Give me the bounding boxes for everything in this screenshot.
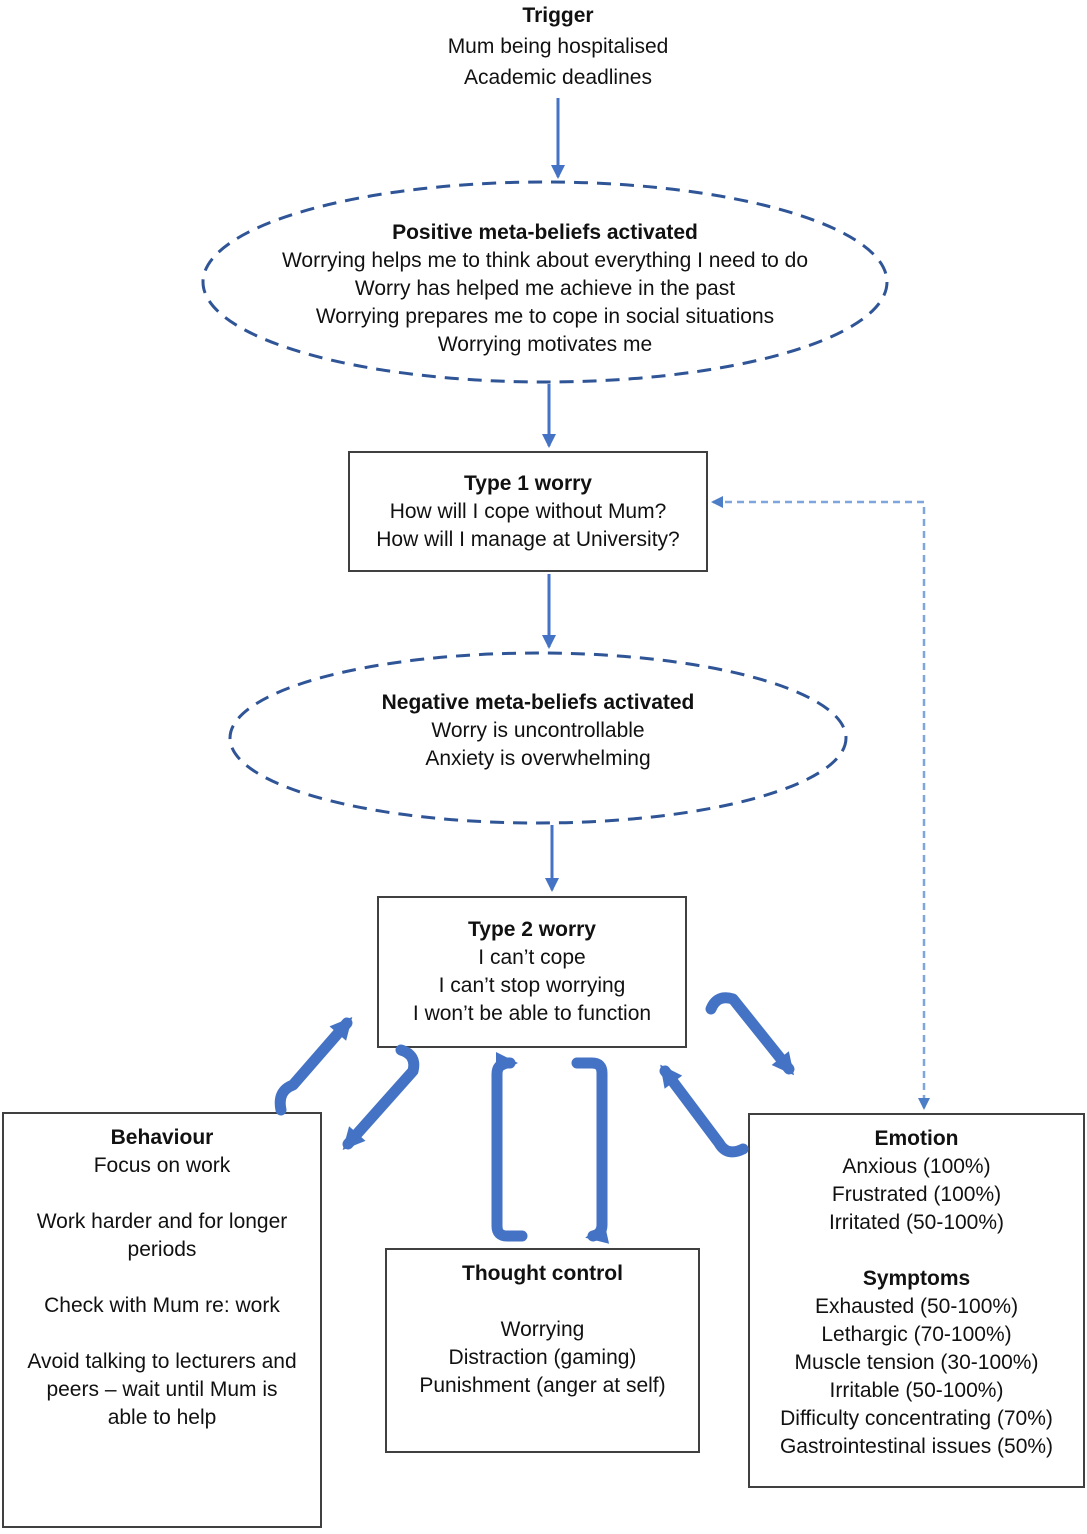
type1-worry-box: Type 1 worry How will I cope without Mum…: [348, 451, 708, 572]
trigger-title: Trigger: [522, 4, 594, 27]
arrow-emotion-to-type2: [659, 1064, 749, 1158]
type1-worry-title: Type 1 worry: [464, 471, 592, 495]
negative-beliefs-ellipse: Negative meta-beliefs activated Worry is…: [230, 653, 846, 823]
positive-beliefs-lines: Worrying helps me to think about everyth…: [281, 249, 809, 356]
symptoms-lines: Exhausted (50-100%)Lethargic (70-100%)Mu…: [779, 1295, 1054, 1458]
thought-control-title: Thought control: [462, 1262, 623, 1285]
arrow-behaviour-to-type2: [274, 1016, 353, 1116]
positive-beliefs-ellipse: Positive meta-beliefs activated Worrying…: [203, 182, 887, 382]
positive-beliefs-title: Positive meta-beliefs activated: [392, 221, 698, 244]
arrow-type2-to-thought-control: [571, 1057, 610, 1244]
emotion-title: Emotion: [874, 1127, 959, 1150]
arrow-thought-control-to-type2: [491, 1052, 528, 1242]
behaviour-title: Behaviour: [110, 1126, 214, 1149]
emotion-box: Emotion Anxious (100%)Frustrated (100%)I…: [748, 1113, 1085, 1488]
negative-beliefs-title: Negative meta-beliefs activated: [381, 691, 695, 714]
arrow-type2-to-emotion: [705, 992, 795, 1076]
symptoms-title: Symptoms: [862, 1267, 971, 1290]
type2-worry-title: Type 2 worry: [468, 918, 596, 941]
type1-worry-lines: How will I cope without Mum?How will I m…: [376, 499, 680, 551]
arrow-type2-to-behaviour: [342, 1044, 420, 1150]
emotion-lines: Anxious (100%)Frustrated (100%)Irritated…: [828, 1155, 1005, 1234]
